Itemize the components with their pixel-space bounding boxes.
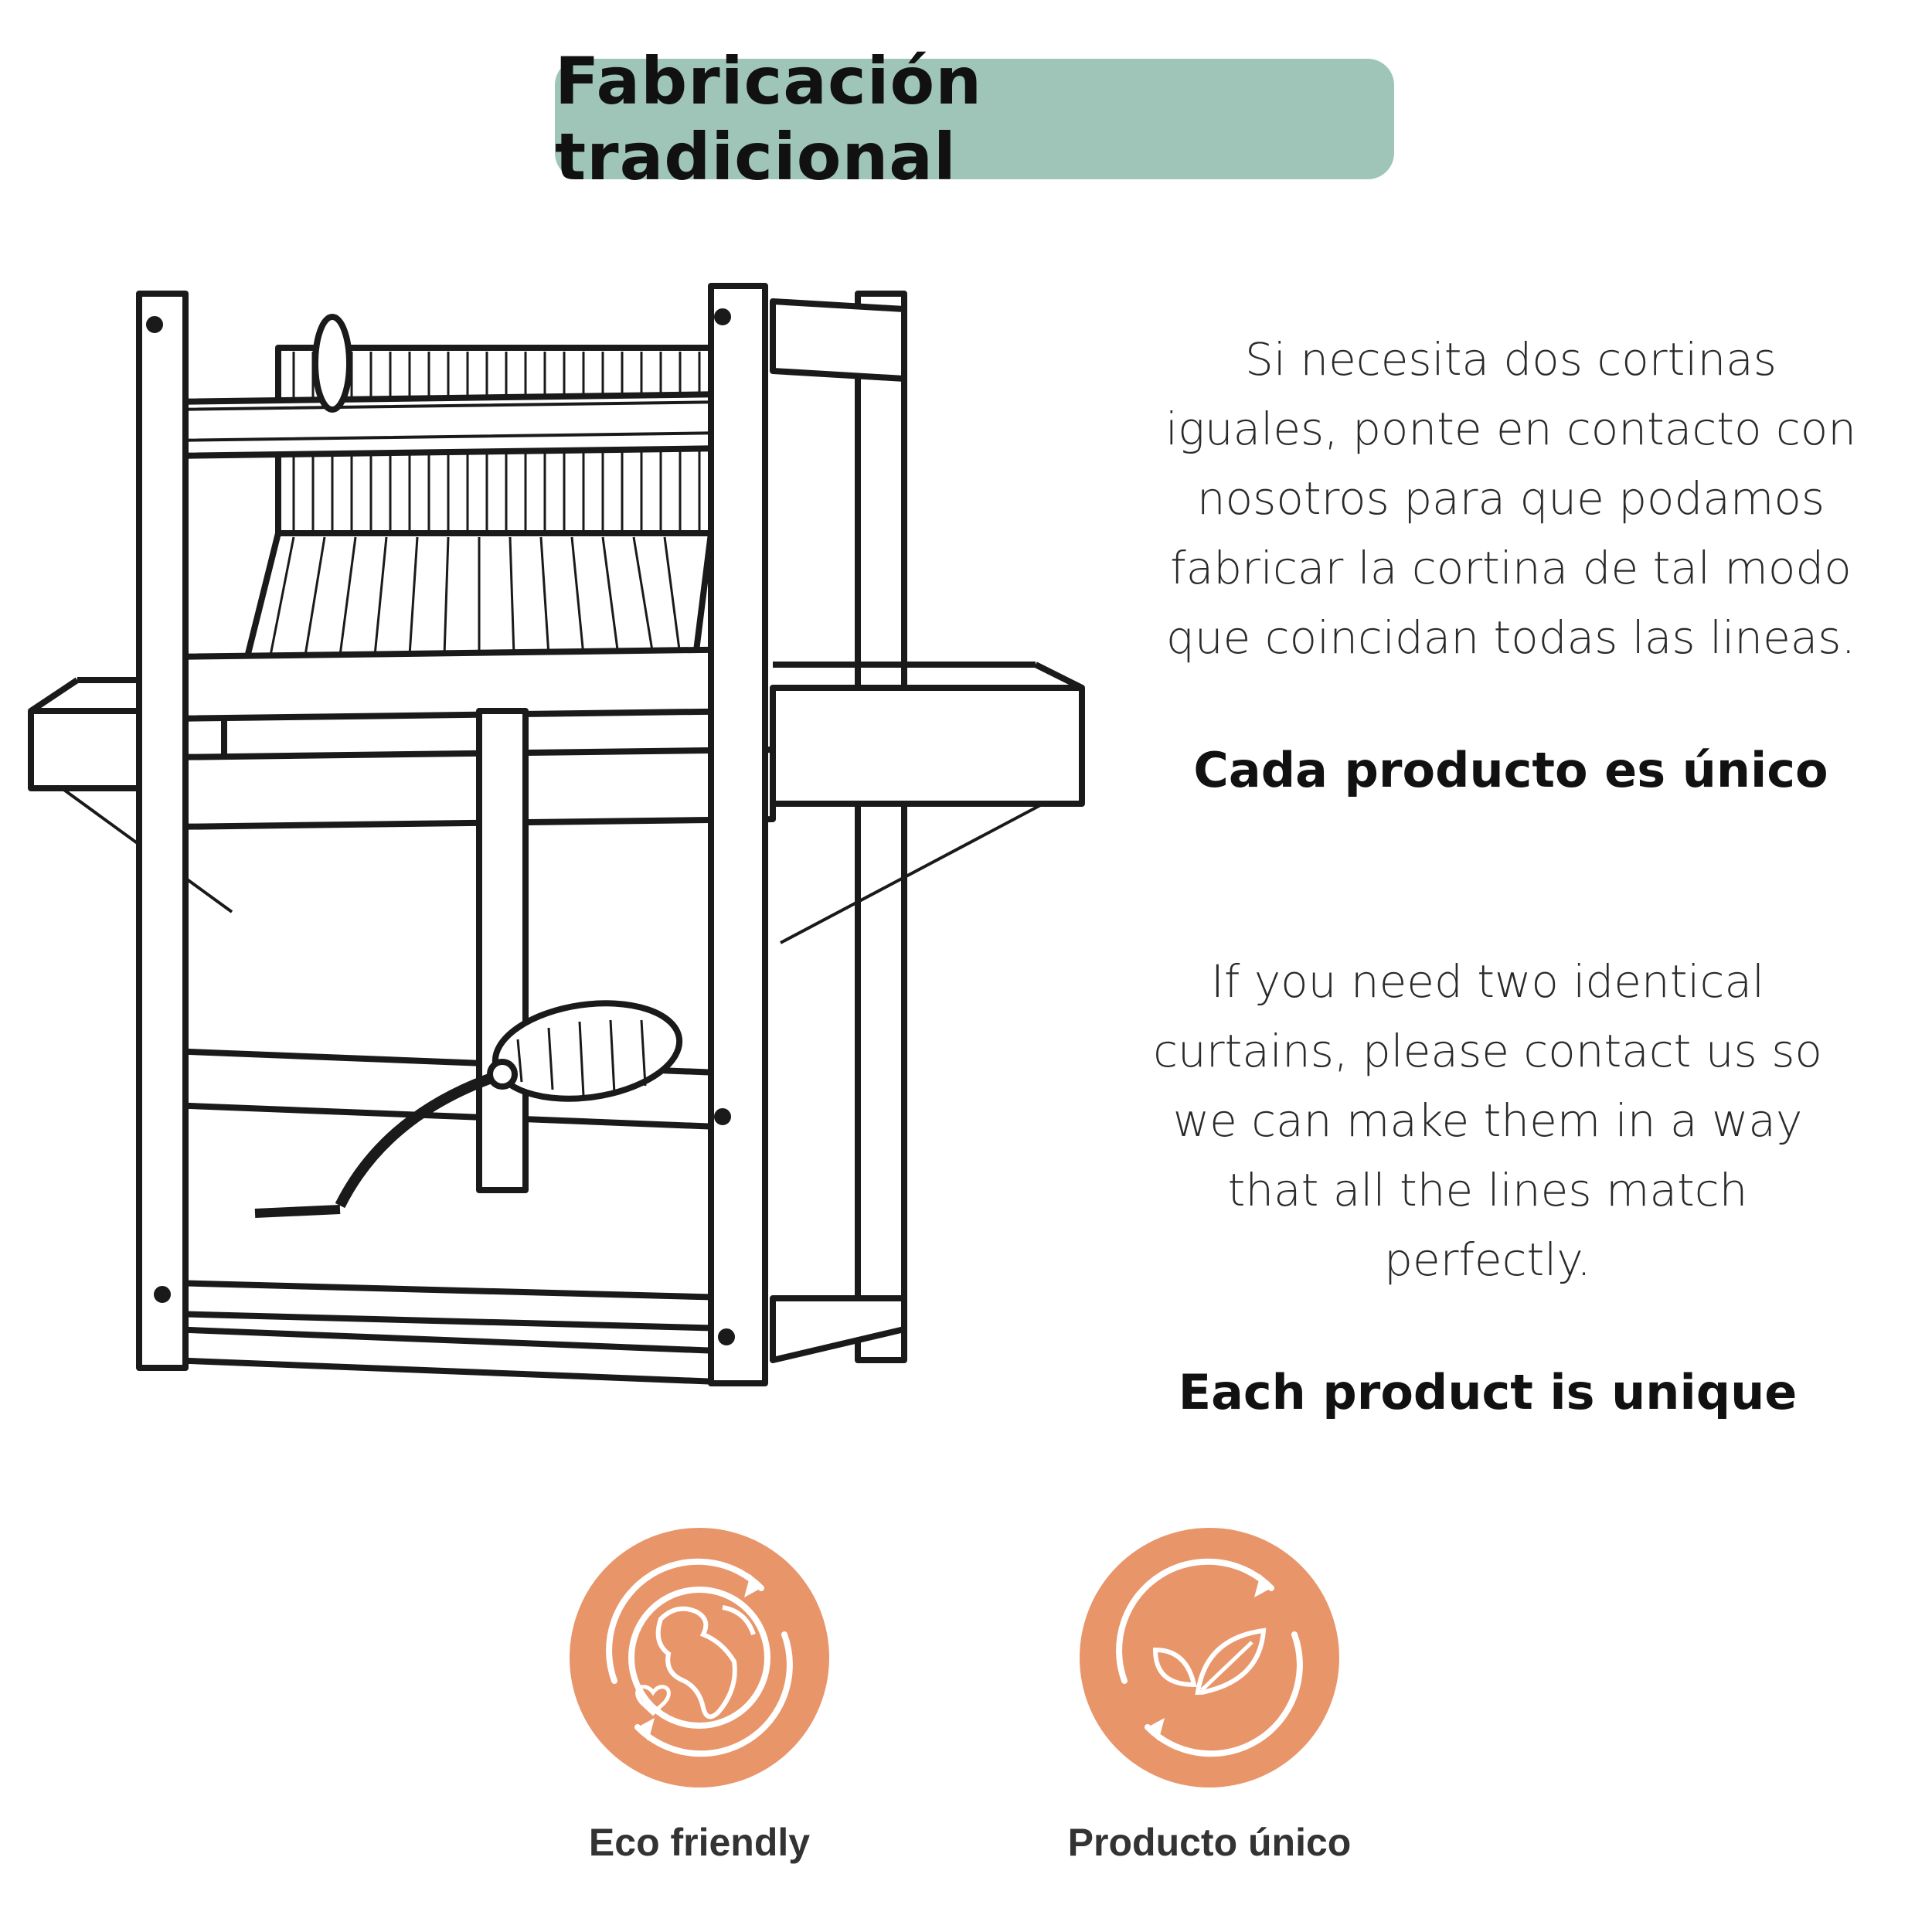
text-line: que coincidan todas las lineas. xyxy=(1166,611,1855,664)
text-line: perfectly. xyxy=(1384,1233,1591,1286)
spanish-heading: Cada producto es único xyxy=(1193,742,1828,798)
text-line: that all the lines match xyxy=(1227,1164,1748,1216)
badge-label-eco: Eco friendly xyxy=(588,1821,811,1864)
text-line: Si necesita dos cortinas xyxy=(1245,333,1777,386)
text-line: nosotros para que podamos xyxy=(1196,472,1825,525)
text-line: If you need two identical xyxy=(1210,955,1765,1008)
page-title: Fabricación tradicional xyxy=(555,43,983,195)
globe-heart-icon xyxy=(570,1528,829,1787)
english-paragraph: If you need two identical curtains, plea… xyxy=(1113,947,1862,1294)
text-line: iguales, ponte en contacto con xyxy=(1165,403,1856,455)
text-line: curtains, please contact us so xyxy=(1153,1025,1822,1077)
english-heading: Each product is unique xyxy=(1178,1364,1798,1420)
badge-label-unique: Producto único xyxy=(1067,1821,1352,1864)
loom-illustration xyxy=(28,283,1085,1386)
title-pill: Fabricación tradicional xyxy=(555,43,1394,195)
leaf-icon xyxy=(1080,1528,1339,1787)
text-line: we can make them in a way xyxy=(1172,1094,1803,1147)
text-line: fabricar la cortina de tal modo xyxy=(1170,542,1852,594)
spanish-paragraph: Si necesita dos cortinas iguales, ponte … xyxy=(1136,325,1886,672)
